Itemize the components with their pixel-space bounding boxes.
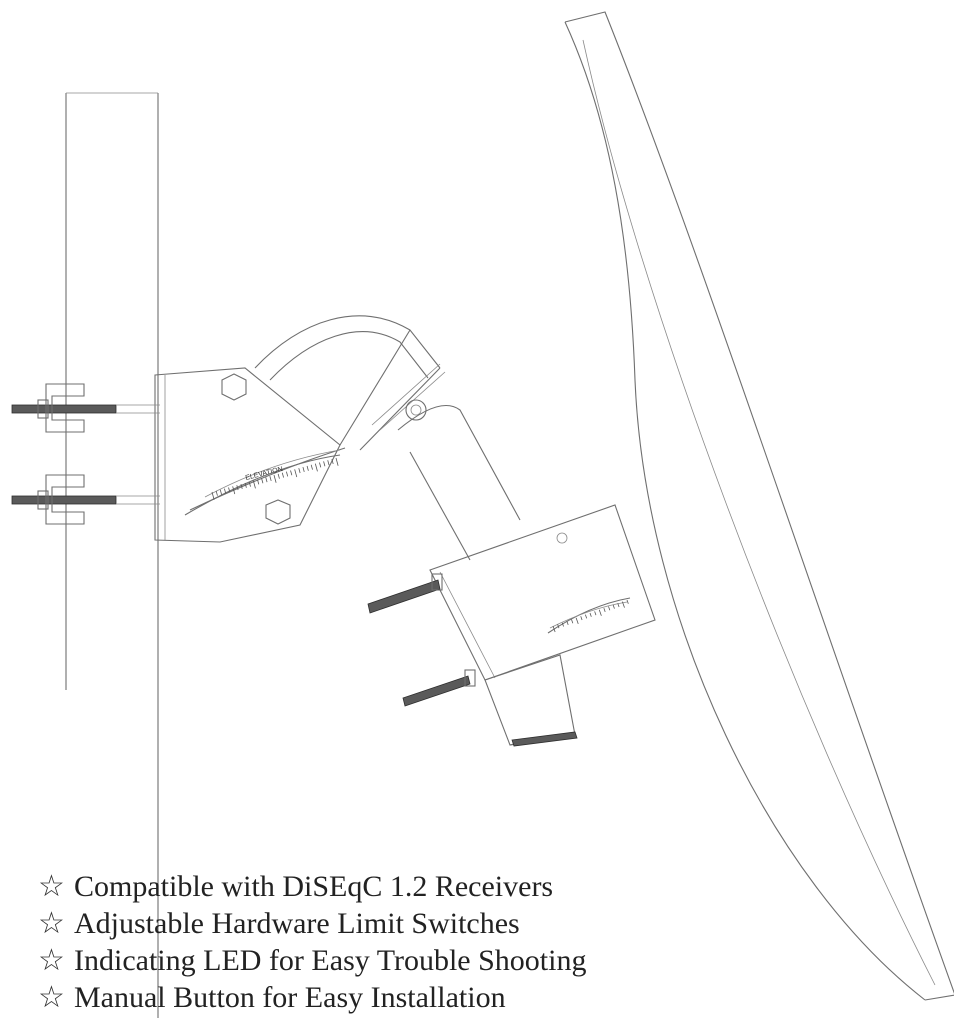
scale-tick: [612, 604, 615, 609]
scale-tick: [277, 473, 280, 479]
scale-tick: [319, 462, 322, 468]
scale-tick: [566, 620, 569, 626]
feature-item: ☆ Manual Button for Easy Installation: [38, 979, 586, 1016]
upper-mount-bracket: [154, 367, 346, 543]
scale-tick: [335, 457, 339, 466]
scale-tick: [327, 460, 330, 466]
scale-tick: [265, 477, 268, 483]
scale-tick: [215, 490, 218, 496]
feature-list: ☆ Compatible with DiSEqC 1.2 Receivers ☆ A…: [38, 868, 586, 1016]
star-icon: ☆: [38, 870, 65, 903]
scale-tick: [331, 459, 334, 465]
scale-tick: [580, 616, 583, 621]
scale-tick: [211, 491, 215, 500]
dish-reflector: [564, 11, 954, 1001]
scale-tick: [219, 489, 222, 495]
scale-tick: [608, 606, 611, 611]
scale-tick: [561, 622, 564, 627]
star-icon: ☆: [38, 907, 65, 940]
scale-tick: [228, 487, 231, 493]
scale-tick: [269, 476, 272, 482]
threaded-rods: [11, 383, 476, 707]
scale-tick: [617, 603, 620, 608]
elevation-scale-ticks: [211, 457, 339, 500]
scale-tick: [294, 469, 298, 478]
scale-tick: [575, 617, 579, 625]
scale-tick: [557, 624, 560, 629]
scale-tick: [306, 465, 309, 471]
scale-tick: [603, 607, 606, 613]
scale-tick: [257, 479, 260, 485]
scale-tick: [310, 464, 313, 470]
scale-tick: [626, 599, 629, 604]
scale-tick: [290, 470, 293, 476]
mast-pole: [65, 92, 159, 1018]
feature-item: ☆ Compatible with DiSEqC 1.2 Receivers: [38, 868, 586, 905]
scale-tick: [240, 483, 243, 489]
scale-tick: [589, 612, 592, 617]
scale-tick: [621, 601, 625, 608]
scale-tick: [302, 466, 305, 472]
feature-item: ☆ Adjustable Hardware Limit Switches: [38, 905, 586, 942]
scale-tick: [594, 611, 597, 616]
scale-tick: [244, 482, 247, 488]
motor-column: [397, 405, 656, 747]
scale-tick: [323, 461, 326, 467]
arched-arm: [254, 315, 446, 451]
scale-tick: [252, 480, 256, 489]
scale-tick: [571, 619, 574, 624]
scale-tick: [281, 472, 284, 478]
scale-tick: [232, 486, 236, 495]
scale-tick: [248, 481, 251, 487]
elevation-scale: ELEVATION: [204, 449, 341, 500]
scale-tick: [273, 474, 277, 483]
scale-tick: [314, 463, 318, 472]
scale-tick: [298, 468, 301, 474]
star-icon: ☆: [38, 944, 65, 977]
scale-tick: [584, 614, 588, 619]
scale-tick: [552, 625, 556, 633]
feature-text: Compatible with DiSEqC 1.2 Receivers: [74, 870, 554, 903]
elevation-label: ELEVATION: [245, 466, 284, 482]
scale-tick: [261, 478, 264, 484]
azimuth-scale-ticks: [552, 599, 629, 633]
feature-text: Adjustable Hardware Limit Switches: [74, 907, 520, 940]
feature-item: ☆ Indicating LED for Easy Trouble Shootin…: [38, 942, 586, 979]
feature-text: Manual Button for Easy Installation: [74, 981, 506, 1014]
star-icon: ☆: [38, 981, 65, 1014]
scale-tick: [286, 471, 289, 477]
scale-tick: [598, 609, 602, 616]
scale-tick: [236, 485, 239, 491]
scale-tick: [224, 488, 227, 494]
feature-text: Indicating LED for Easy Trouble Shooting: [74, 944, 587, 977]
